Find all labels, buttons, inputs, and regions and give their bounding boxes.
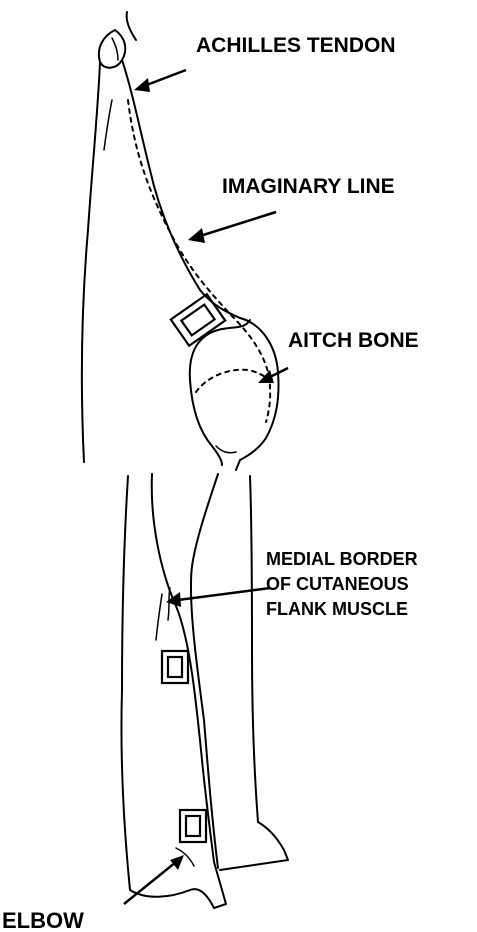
forequarter-marker-upper	[162, 651, 188, 683]
label-medial-border-3: FLANK MUSCLE	[266, 599, 408, 619]
foreshank-right	[220, 822, 288, 870]
fore-left-edge	[121, 476, 130, 890]
arrow-achilles	[134, 70, 186, 92]
leg-inner-crease	[104, 100, 112, 150]
hindquarter-outline	[82, 12, 279, 470]
aitch-base	[216, 446, 236, 453]
forequarter-marker-lower	[180, 810, 206, 842]
rump-outline	[236, 318, 279, 470]
label-imaginary-line: IMAGINARY LINE	[222, 175, 395, 198]
aitch-lower-curve	[190, 380, 222, 465]
label-medial-border-2: OF CUTANEOUS	[266, 574, 409, 594]
label-aitch-bone: AITCH BONE	[288, 329, 419, 352]
aitch-dashed-arc	[196, 370, 270, 392]
shank-tip	[99, 30, 125, 68]
fore-right-edge	[250, 476, 258, 822]
hindquarter-marker	[171, 294, 225, 345]
imaginary-line-path	[128, 100, 270, 422]
label-achilles-tendon: ACHILLES TENDON	[196, 34, 396, 57]
arrow-imaginary-line	[188, 212, 276, 243]
shank-tip-fold	[112, 38, 118, 60]
hook-line	[127, 12, 136, 40]
label-elbow: ELBOW	[2, 908, 84, 932]
aitch-upper-curve	[190, 320, 250, 380]
flank-line-1	[156, 594, 162, 640]
arrow-medial-border	[166, 588, 270, 607]
flank-line-2	[168, 588, 170, 620]
label-medial-border-1: MEDIAL BORDER	[266, 549, 418, 569]
leg-left-edge	[82, 62, 100, 462]
